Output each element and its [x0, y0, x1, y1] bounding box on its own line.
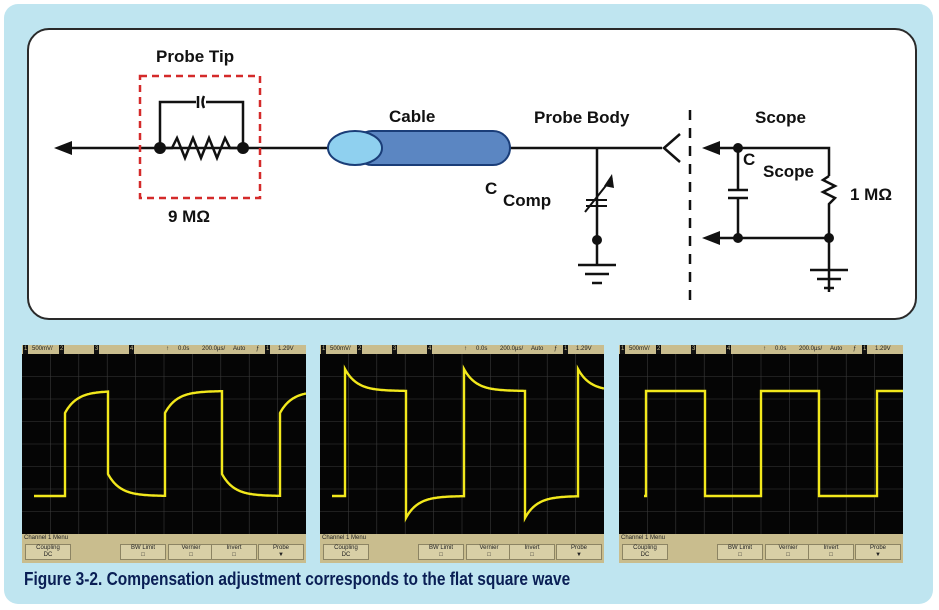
cable-icon [327, 130, 511, 166]
trigger-level: 1.29V [576, 346, 592, 352]
probe-softkey[interactable]: Probe▼ [855, 544, 901, 560]
probe-softkey[interactable]: Probe▼ [556, 544, 602, 560]
time-position: 0.0s [476, 346, 488, 352]
scope-resistance-label: 1 MΩ [850, 185, 892, 204]
trigger-mode: Auto [531, 346, 544, 352]
scope-screen-1: 1 500mV/ 2 3 4 ↑ 0.0s 200.0µs/ Auto ƒ 1 … [22, 345, 307, 563]
ch4-indicator[interactable]: 4 [129, 345, 135, 354]
trigger-channel: 1 [862, 345, 868, 354]
scope-screen-3: 1 500mV/ 2 3 4 ↑ 0.0s 200.0µs/ Auto ƒ 1 … [619, 345, 903, 563]
time-scale: 200.0µs/ [202, 346, 226, 352]
scope-status-bar: 1 500mV/ 2 3 4 ↑ 0.0s 200.0µs/ Auto ƒ 1 … [619, 345, 903, 354]
trigger-channel: 1 [563, 345, 569, 354]
square-wave-trace [332, 364, 605, 523]
trigger-edge-icon: ↑ [763, 346, 766, 352]
down-arrow-icon: ▼ [278, 552, 284, 558]
down-arrow-icon: ▼ [576, 552, 582, 558]
time-position: 0.0s [178, 346, 190, 352]
ch2-indicator[interactable]: 2 [357, 345, 363, 354]
vernier-softkey[interactable]: Vernier□ [765, 544, 811, 560]
scope-status-bar: 1 500mV/ 2 3 4 ↑ 0.0s 200.0µs/ Auto ƒ 1 … [22, 345, 306, 354]
time-position: 0.0s [775, 346, 787, 352]
waveform-graph [619, 354, 903, 534]
menu-title: Channel 1 Menu [322, 535, 367, 541]
scope-screen-2: 1 500mV/ 2 3 4 ↑ 0.0s 200.0µs/ Auto ƒ 1 … [320, 345, 605, 563]
trigger-slope-icon: ƒ [554, 346, 558, 352]
trigger-channel: 1 [265, 345, 271, 354]
vernier-softkey[interactable]: Vernier□ [168, 544, 214, 560]
invert-softkey[interactable]: Invert□ [509, 544, 555, 560]
ch1-indicator: 1 [620, 345, 626, 354]
channel-scale: 500mV/ [330, 346, 351, 352]
bw-limit-softkey[interactable]: BW Limit□ [717, 544, 763, 560]
waveform-display [320, 354, 605, 534]
trigger-mode: Auto [233, 346, 246, 352]
menu-title: Channel 1 Menu [621, 535, 666, 541]
bw-limit-softkey[interactable]: BW Limit□ [418, 544, 464, 560]
cable-label: Cable [389, 107, 435, 126]
square-wave-trace [644, 389, 903, 498]
down-arrow-icon: ▼ [875, 552, 881, 558]
ch2-indicator[interactable]: 2 [656, 345, 662, 354]
trigger-slope-icon: ƒ [256, 346, 260, 352]
vernier-softkey[interactable]: Vernier□ [466, 544, 512, 560]
tip-resistance-label: 9 MΩ [168, 207, 210, 226]
trigger-level: 1.29V [278, 346, 294, 352]
probe-body-label: Probe Body [534, 108, 630, 127]
time-scale: 200.0µs/ [500, 346, 524, 352]
ch1-indicator: 1 [321, 345, 327, 354]
invert-softkey[interactable]: Invert□ [808, 544, 854, 560]
ch2-indicator[interactable]: 2 [59, 345, 65, 354]
c-scope-label: C [743, 150, 755, 169]
ch3-indicator[interactable]: 3 [392, 345, 398, 354]
channel-scale: 500mV/ [629, 346, 650, 352]
square-wave-trace [34, 390, 307, 498]
trigger-level: 1.29V [875, 346, 891, 352]
menu-title: Channel 1 Menu [24, 535, 69, 541]
waveform-graph [320, 354, 605, 534]
c-comp-subscript: Comp [503, 191, 551, 210]
probe-tip-label: Probe Tip [156, 47, 234, 66]
trigger-slope-icon: ƒ [853, 346, 857, 352]
ch3-indicator[interactable]: 3 [691, 345, 697, 354]
probe-tip-box [138, 74, 262, 200]
time-scale: 200.0µs/ [799, 346, 823, 352]
probe-circuit-diagram: Probe Tip 9 MΩ Cable Probe Body C Comp S… [27, 28, 917, 320]
scope-status-bar: 1 500mV/ 2 3 4 ↑ 0.0s 200.0µs/ Auto ƒ 1 … [320, 345, 604, 354]
ch4-indicator[interactable]: 4 [427, 345, 433, 354]
ch1-indicator: 1 [23, 345, 29, 354]
c-comp-label: C [485, 179, 497, 198]
scope-label: Scope [755, 108, 806, 127]
invert-softkey[interactable]: Invert□ [211, 544, 257, 560]
trigger-edge-icon: ↑ [166, 346, 169, 352]
c-scope-subscript: Scope [763, 162, 814, 181]
trigger-edge-icon: ↑ [464, 346, 467, 352]
ch4-indicator[interactable]: 4 [726, 345, 732, 354]
waveform-display [619, 354, 903, 534]
ch3-indicator[interactable]: 3 [94, 345, 100, 354]
channel-scale: 500mV/ [32, 346, 53, 352]
bw-limit-softkey[interactable]: BW Limit□ [120, 544, 166, 560]
figure-caption: Figure 3-2. Compensation adjustment corr… [24, 569, 571, 589]
trigger-mode: Auto [830, 346, 843, 352]
waveform-display [22, 354, 307, 534]
waveform-graph [22, 354, 307, 534]
probe-softkey[interactable]: Probe▼ [258, 544, 304, 560]
